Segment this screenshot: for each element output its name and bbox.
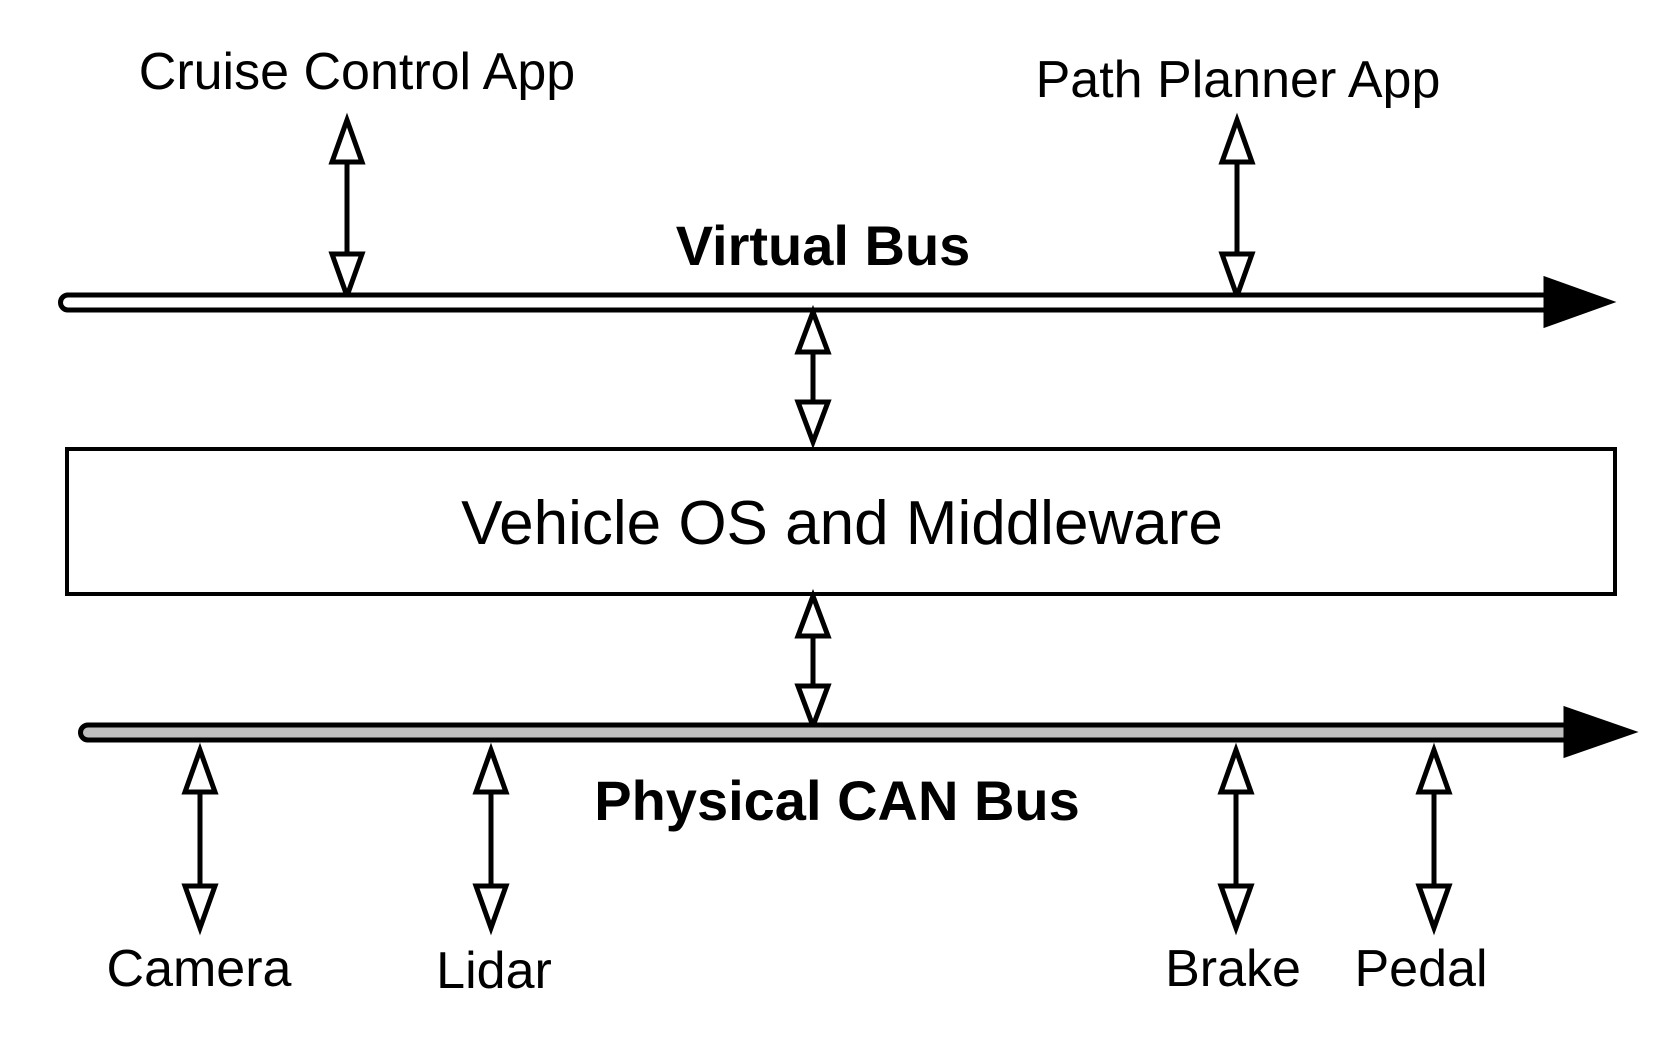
physical-can-bus-rod <box>78 722 1571 743</box>
camera-label: Camera <box>107 940 292 998</box>
vehicle-os-middleware-label: Vehicle OS and Middleware <box>461 489 1223 558</box>
lidar-bidirectional-arrow <box>472 742 510 936</box>
camera-bidirectional-arrow <box>181 742 219 936</box>
middleware-to-physical-bus-arrow <box>794 588 832 734</box>
physical-can-bus-arrowhead <box>1563 705 1639 759</box>
brake-label: Brake <box>1165 940 1301 998</box>
path-planner-app-label: Path Planner App <box>1036 51 1441 109</box>
lidar-label: Lidar <box>436 942 552 1000</box>
cruise-control-app-label: Cruise Control App <box>139 43 575 101</box>
vehicle-os-middleware-box: Vehicle OS and Middleware <box>65 447 1617 596</box>
virtual-bus-arrowhead <box>1543 275 1617 329</box>
virtual-bus-rod <box>58 292 1551 313</box>
physical-can-bus-label: Physical CAN Bus <box>594 769 1080 832</box>
cruise-control-bidirectional-arrow <box>328 112 366 304</box>
brake-bidirectional-arrow <box>1217 742 1255 936</box>
virtual-bus <box>58 275 1617 329</box>
virtual-bus-to-middleware-arrow <box>794 304 832 450</box>
physical-can-bus <box>78 705 1639 759</box>
path-planner-bidirectional-arrow <box>1218 112 1256 304</box>
pedal-label: Pedal <box>1355 940 1488 998</box>
pedal-bidirectional-arrow <box>1415 742 1453 936</box>
virtual-bus-label: Virtual Bus <box>676 214 971 277</box>
